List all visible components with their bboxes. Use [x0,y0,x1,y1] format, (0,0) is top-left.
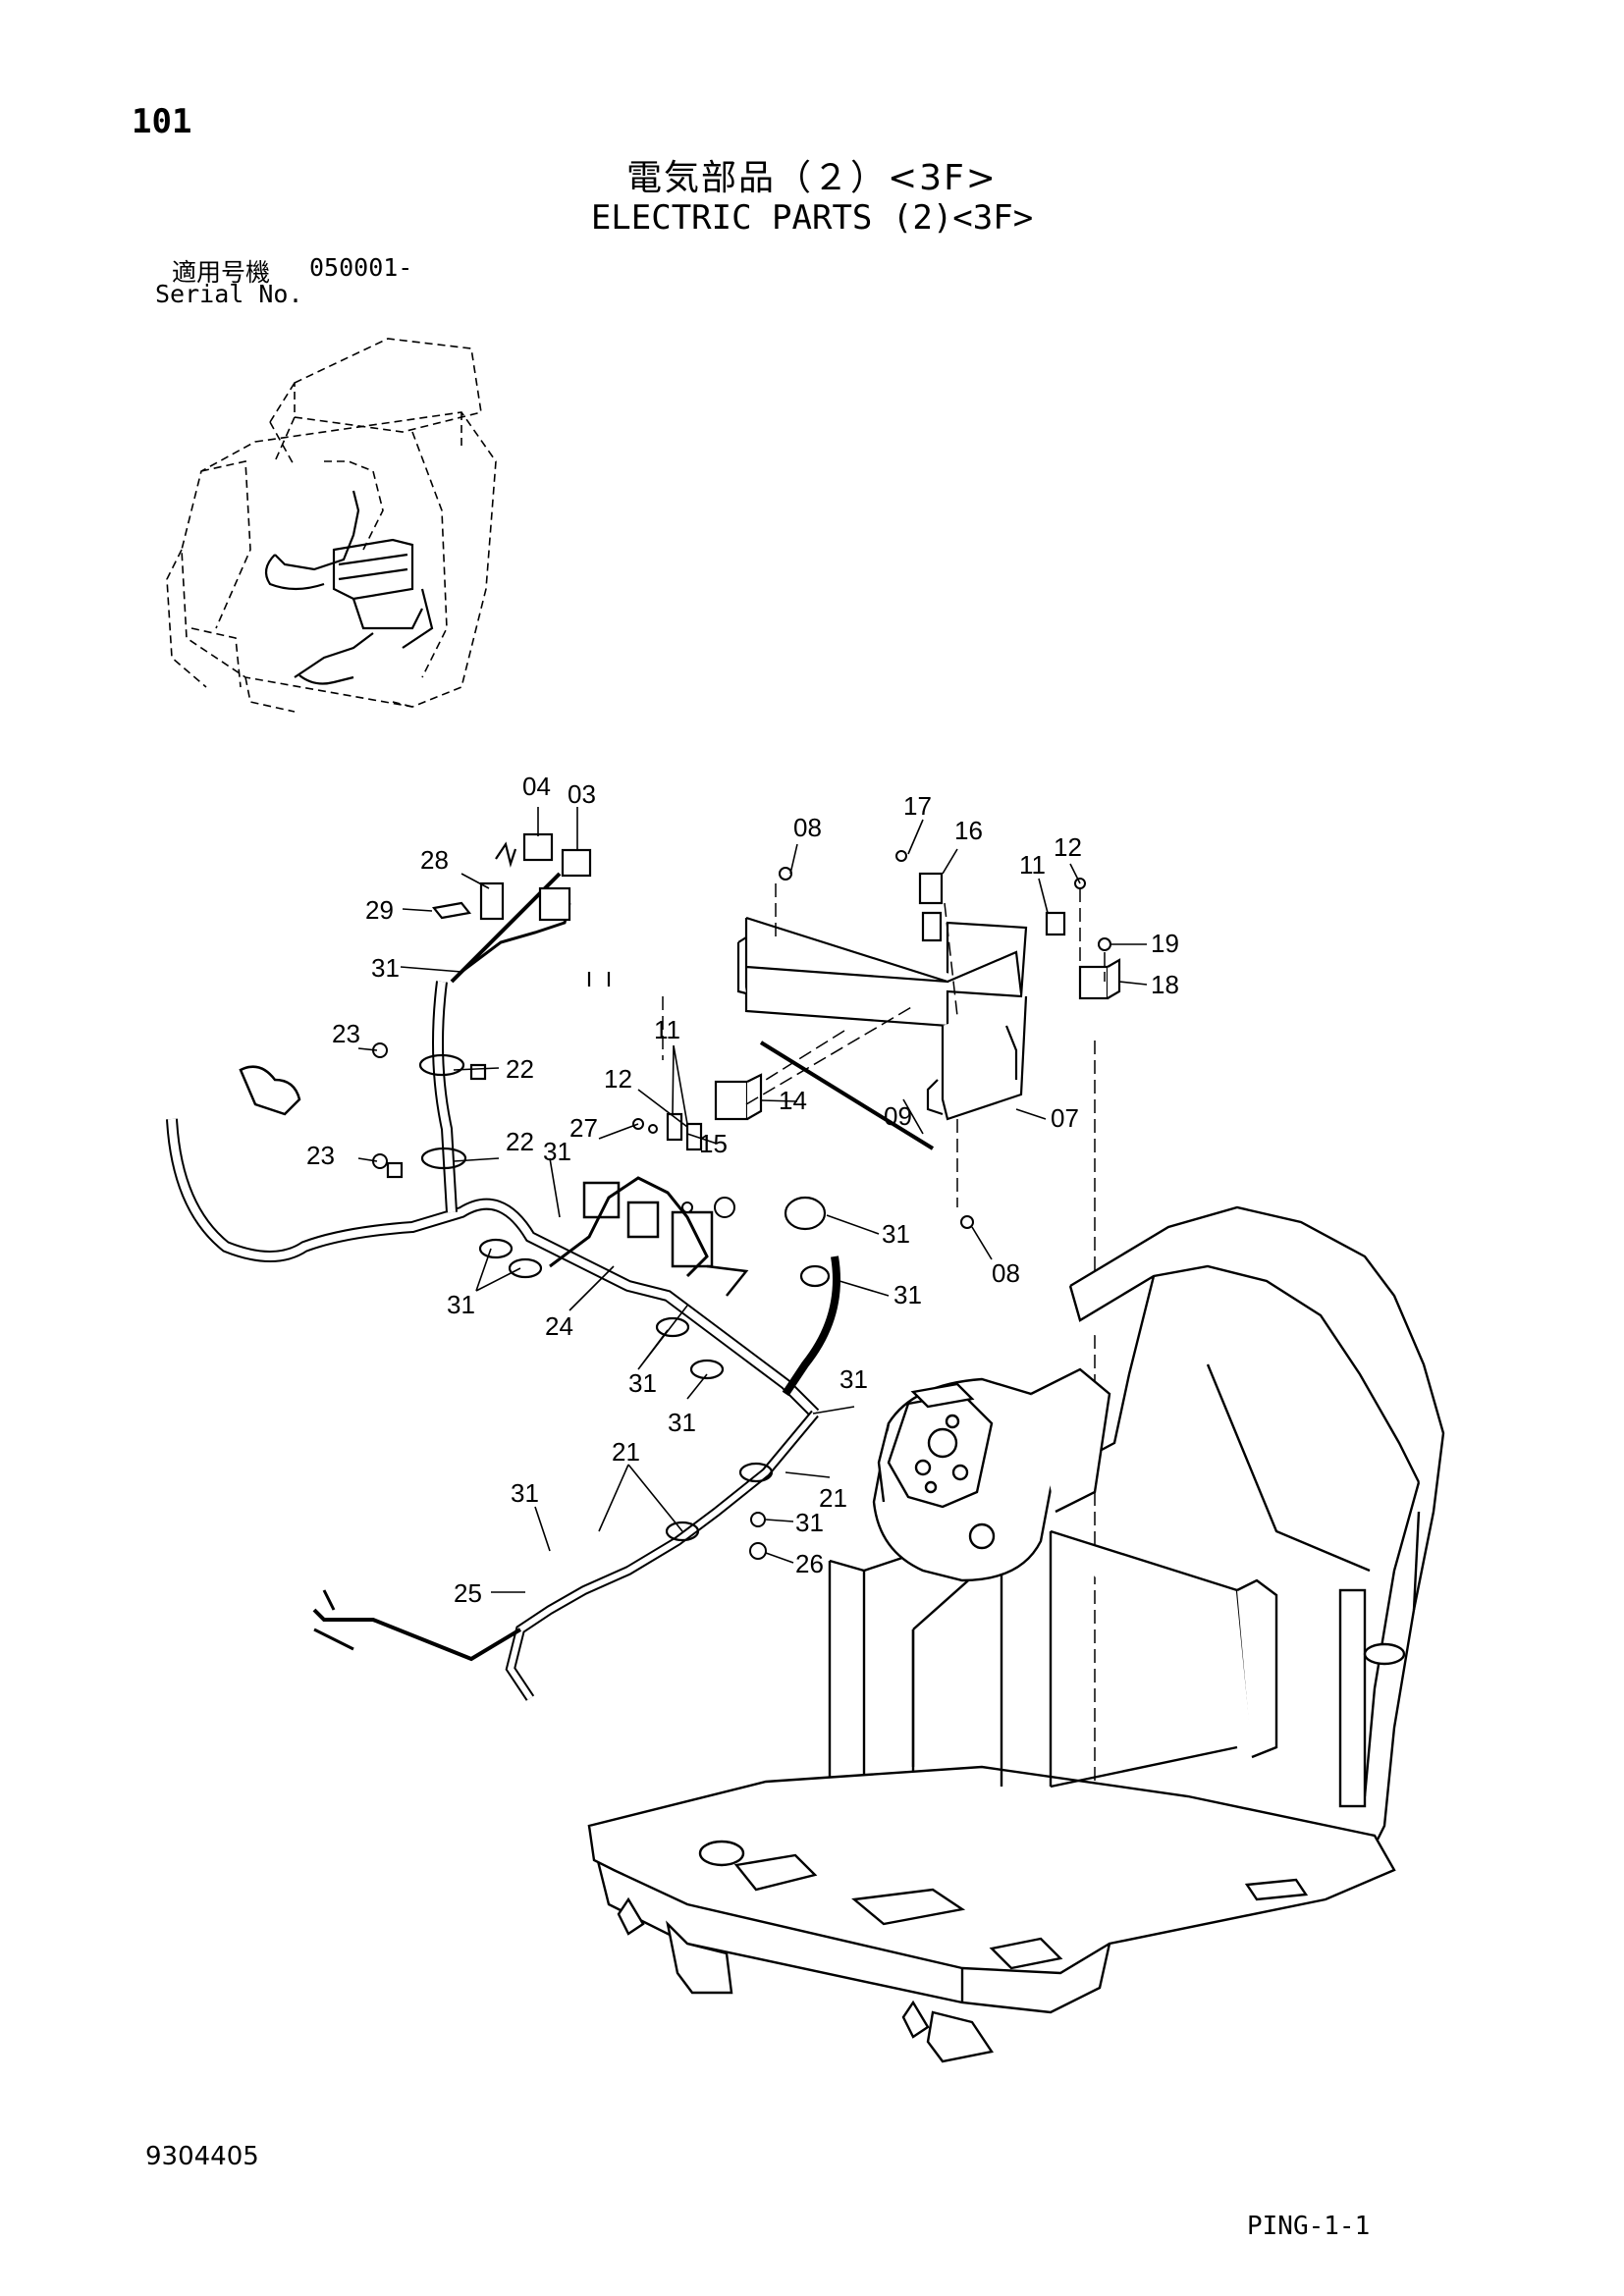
callout-29: 29 [365,895,394,925]
callout-31: 31 [668,1408,696,1437]
page-number: 101 [132,102,192,141]
callout-23: 23 [306,1141,335,1170]
serial-value: 050001- [309,253,413,282]
title-english: ELECTRIC PARTS (2)<3F> [590,198,1034,238]
callout-18: 18 [1151,970,1179,999]
relay-components [666,872,1121,1151]
callout-08: 08 [793,813,822,842]
callout-16: 16 [954,816,983,845]
callout-11: 11 [654,1015,680,1044]
callout-31: 21 [612,1437,640,1467]
callout-15: 15 [699,1129,728,1158]
control-console [872,1367,1111,1582]
assembly-dashed-lines [662,883,1106,1816]
callout-19: 19 [1151,929,1179,958]
callout-labels: 04 03 28 29 31 23 22 23 22 31 27 12 11 1… [306,772,1179,1608]
callout-31: 31 [882,1219,910,1249]
callout-23: 23 [332,1019,360,1048]
callout-22: 22 [506,1054,534,1084]
serial-label-english: Serial No. [155,280,303,308]
serial-label-japanese: 適用号機 [172,258,271,287]
callout-31: 31 [839,1364,868,1394]
callout-28: 28 [420,845,449,875]
callout-09: 09 [884,1101,912,1131]
wiring-harness [166,872,840,1701]
callout-08: 08 [992,1258,1020,1288]
callout-11: 11 [1019,850,1046,880]
harness-clamps [418,1053,831,1542]
callout-04: 04 [522,772,551,801]
callout-25: 26 [795,1549,824,1578]
callout-31: 31 [447,1290,475,1319]
callout-22: 22 [506,1127,534,1156]
title-japanese: 電気部品（２）<3F> [626,158,998,198]
callout-26: 31 [795,1508,824,1537]
callout-03: 03 [568,779,596,809]
callout-31: 21 [819,1483,847,1513]
callout-31: 31 [628,1368,657,1398]
callout-21: 31 [511,1478,539,1508]
callout-17: 17 [903,791,932,821]
callout-24: 24 [545,1311,573,1341]
inset-overview-drawing [166,338,497,713]
callout-27: 27 [569,1113,598,1143]
callout-07: 07 [1051,1103,1079,1133]
callout-31: 31 [371,953,400,983]
callout-14: 14 [779,1086,807,1115]
cab-floor-frame [587,1205,1445,2063]
fasteners [372,850,1111,1560]
callout-12: 12 [604,1064,632,1094]
callout-32: 25 [454,1578,482,1608]
callout-31: 31 [893,1280,922,1309]
page-code: PING-1-1 [1247,2212,1371,2241]
leader-lines [357,807,1148,1593]
callout-31: 31 [543,1137,571,1166]
callout-12: 12 [1054,832,1082,862]
document-code: 9304405 [145,2142,259,2171]
cable-09 [759,1041,935,1150]
